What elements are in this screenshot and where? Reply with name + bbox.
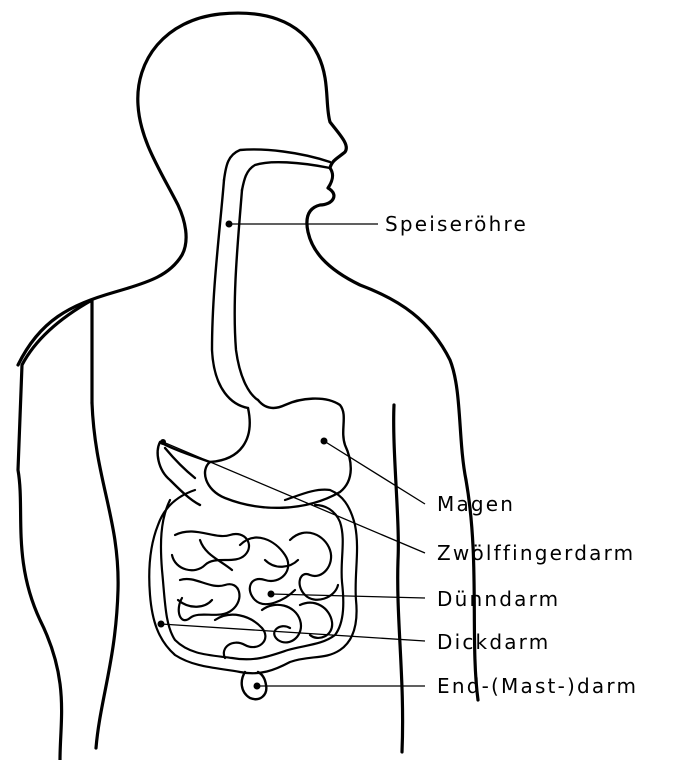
pharynx <box>224 150 330 191</box>
label-duodenum: Zwölffingerdarm <box>437 541 635 565</box>
body-outline-left <box>18 300 92 760</box>
head-neck-outline <box>18 13 466 480</box>
label-rectum: End-(Mast-)darm <box>437 674 638 698</box>
body-outline-left-arm <box>92 403 118 748</box>
small-intestine-leader <box>271 594 425 598</box>
label-esophagus: Speiseröhre <box>385 212 528 236</box>
esophagus <box>212 180 258 408</box>
large-intestine-leader <box>161 624 425 641</box>
stomach <box>205 399 351 508</box>
label-large-intestine: Dickdarm <box>437 630 550 654</box>
label-small-intestine: Dünndarm <box>437 587 560 611</box>
body-outline-right <box>394 405 403 752</box>
label-stomach: Magen <box>437 492 515 516</box>
